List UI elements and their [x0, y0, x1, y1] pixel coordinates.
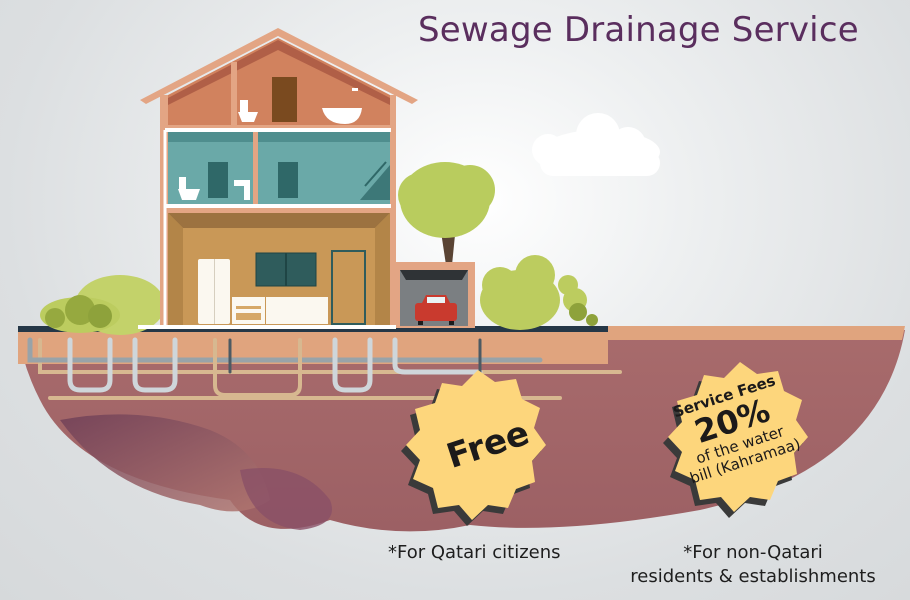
fees-note-line-1: *For non-Qatari [683, 542, 823, 563]
refrigerator-icon [198, 259, 230, 324]
oven-icon [232, 297, 265, 324]
tree-icon [398, 162, 495, 265]
attic-door [272, 77, 297, 122]
bathtub-icon [322, 88, 362, 124]
page-title: Sewage Drainage Service [418, 10, 859, 50]
fees-note-line-2: residents & establishments [630, 566, 876, 587]
toilet-icon [178, 177, 200, 200]
toilet-icon [238, 100, 258, 122]
middle-door-left [208, 162, 228, 198]
car-icon [415, 295, 457, 325]
ground-door [331, 250, 366, 325]
middle-door-right [278, 162, 298, 198]
sink-icon [234, 180, 250, 200]
house [138, 28, 418, 329]
garage [395, 262, 475, 328]
stairs-icon [360, 161, 390, 200]
fees-note: *For non-Qatari residents & establishmen… [620, 541, 886, 589]
kitchen-counter [266, 297, 328, 324]
cloud-icon [532, 113, 660, 176]
bushes-right [480, 255, 598, 330]
fees-badge [663, 362, 808, 518]
bushes-left [40, 275, 165, 335]
free-note: *For Qatari citizens [388, 542, 561, 563]
free-badge [401, 370, 546, 526]
